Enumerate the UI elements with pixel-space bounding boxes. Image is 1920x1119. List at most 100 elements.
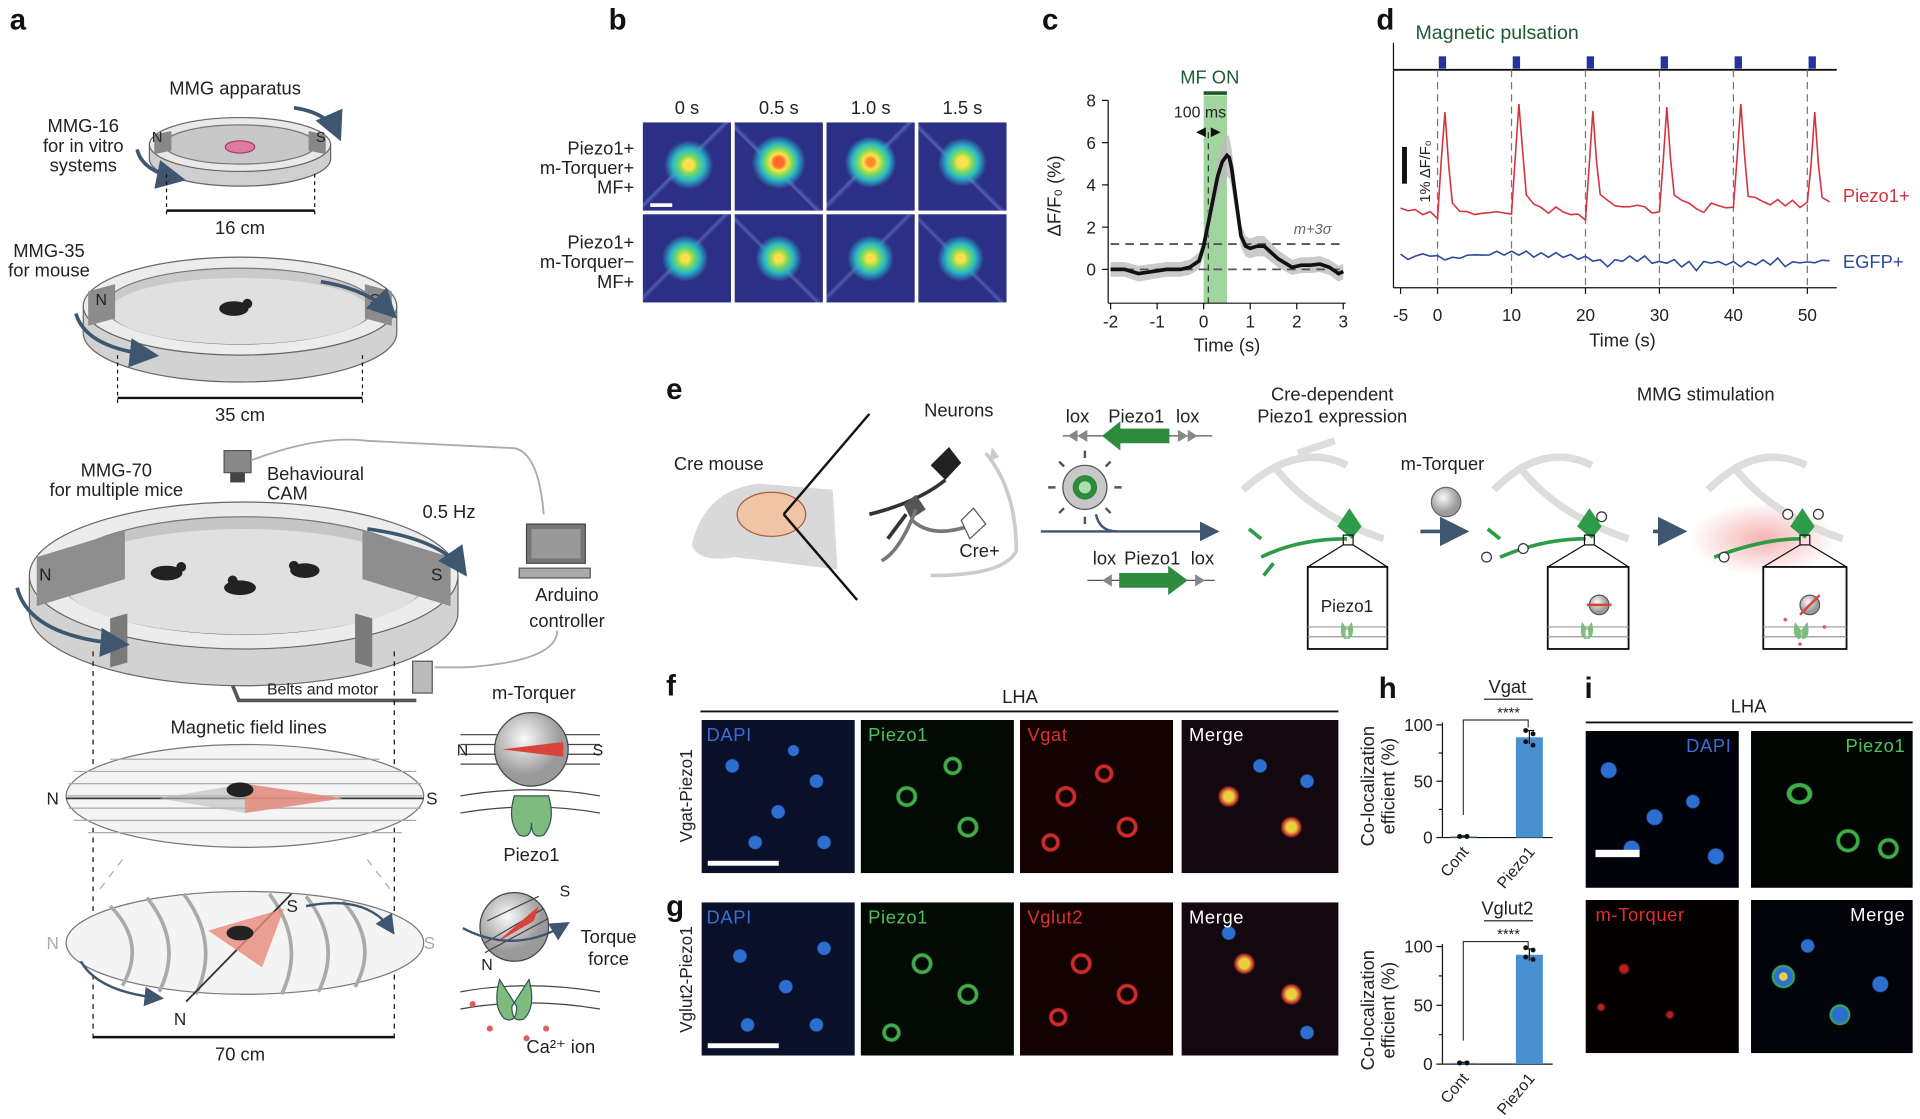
time-label: 1.0 s: [851, 97, 891, 118]
x-tick-label: 1: [1245, 312, 1255, 332]
mmg70-label: for multiple mice: [49, 479, 183, 500]
field-lines-diagram: N S N S S N: [47, 743, 438, 1029]
y-tick-label: 0: [1423, 1054, 1433, 1074]
mmg16-ring: N S: [135, 105, 343, 189]
panel-label-c: c: [1042, 3, 1058, 36]
scale-bar: [1402, 146, 1407, 184]
time-label: 0.5 s: [759, 97, 799, 118]
y-axis-label: efficient (%): [1378, 962, 1399, 1059]
panel-label-b: b: [609, 3, 627, 36]
data-point: [1523, 739, 1529, 745]
mmg70-ring: N S: [15, 501, 468, 687]
x-tick-label: 2: [1292, 312, 1302, 332]
pulse-marker: [1808, 56, 1816, 69]
legend-egfp: EGFP+: [1843, 251, 1904, 272]
belts-label: Belts and motor: [267, 681, 379, 698]
x-axis-label: Time (s): [1194, 334, 1261, 355]
x-tick-label: 10: [1502, 305, 1521, 325]
row-label-vgat: Vgat-Piezo1: [676, 749, 696, 842]
mmg35-ring: N S: [74, 256, 398, 383]
row-label-vglut2: Vglut2-Piezo1: [676, 926, 696, 1033]
row-label: m-Torquer−: [540, 251, 634, 272]
panel-f-piezo1: Piezo1: [860, 720, 1014, 874]
scale-bar: [707, 860, 779, 866]
belt-and-motor: [230, 660, 433, 703]
pulse-marker: [1660, 56, 1669, 69]
piezo1-gene-label: Piezo1: [1108, 405, 1164, 426]
x-tick-label: 3: [1338, 312, 1348, 332]
panel-label-g: g: [666, 890, 684, 923]
x-tick-label: Piezo1: [1494, 844, 1538, 892]
y-axis-label: ΔF/F₀ (%): [1043, 155, 1064, 236]
data-point: [1530, 731, 1536, 737]
pulse-duration-label: 100 ms: [1174, 105, 1226, 122]
panel-g-piezo1: Piezo1: [860, 902, 1014, 1056]
x-tick-label: -1: [1150, 312, 1165, 332]
calcium-image-r2-t0: [642, 214, 732, 303]
significance-bracket: [1462, 941, 1529, 1041]
panel-i-piezo1: Piezo1: [1751, 731, 1913, 888]
row-label: MF+: [597, 176, 634, 197]
significance-bracket: [1462, 719, 1529, 816]
controller-label: Arduino: [535, 584, 598, 605]
channel-label-merge: Merge: [1850, 904, 1906, 926]
mmg70-label: MMG-70: [81, 459, 152, 480]
m-torquer-torque-icon: S N: [460, 883, 601, 1042]
camera-icon: [223, 450, 252, 483]
construct-inverted: [1062, 421, 1213, 451]
x-tick-label: 0: [1199, 312, 1209, 332]
mouse-head-icon: [691, 413, 871, 601]
row-label: m-Torquer+: [540, 157, 634, 178]
threshold-label: m+3σ: [1294, 222, 1333, 238]
y-axis-label: Co-localization: [1357, 950, 1378, 1070]
panel-label-h: h: [1379, 672, 1397, 705]
trace-egfp: [1400, 250, 1830, 272]
mmg16-label: MMG-16: [48, 115, 119, 136]
y-axis-label: efficient (%): [1378, 738, 1399, 835]
field-lines-title: Magnetic field lines: [171, 716, 327, 737]
chart-c-text-layer: MF ON 100 ms m+3σ Time (s) ΔF/F₀ (%): [1043, 66, 1332, 355]
frequency-label: 0.5 Hz: [422, 501, 475, 522]
neurons-label: Neurons: [924, 399, 993, 420]
data-point: [1457, 833, 1463, 839]
apparatus-title: MMG apparatus: [169, 77, 301, 98]
y-axis-label: Co-localization: [1357, 726, 1378, 846]
region-label: LHA: [1731, 696, 1767, 717]
data-point: [1523, 954, 1529, 960]
computer-icon: [518, 523, 591, 579]
x-tick-label: Cont: [1438, 1070, 1473, 1107]
data-point: [1530, 947, 1536, 953]
chart-title: Vglut2: [1481, 898, 1533, 919]
expression-title: Piezo1 expression: [1257, 405, 1407, 426]
calcium-image-r1-t2: [826, 122, 915, 211]
stimulation-title: MMG stimulation: [1637, 383, 1775, 404]
x-tick-label: Piezo1: [1494, 1070, 1538, 1118]
torque-force-label: Torque: [581, 926, 637, 947]
x-tick-label: 0: [1433, 305, 1443, 325]
north-pole-label: N: [457, 743, 468, 760]
aav-virus-icon: [1048, 450, 1122, 525]
m-torquer-icon: N S: [457, 712, 603, 837]
y-tick-label: 2: [1086, 217, 1096, 237]
y-tick-label: 50: [1414, 995, 1433, 1015]
north-pole-label: N: [39, 564, 51, 584]
expression-title: Cre-dependent: [1271, 383, 1393, 404]
y-tick-label: 4: [1086, 175, 1096, 195]
panel-g-vglut2: Vglut2: [1020, 902, 1174, 1056]
cre-plus-label: Cre+: [959, 540, 999, 561]
south-pole-label: S: [424, 933, 435, 953]
lox-label: lox: [1066, 405, 1089, 426]
pulse-width-arrows: [1196, 127, 1221, 138]
channel-label-piezo1: Piezo1: [868, 724, 929, 746]
significance-label: ****: [1497, 706, 1520, 722]
bar-piezo1: [1515, 954, 1543, 1065]
x-tick-label: -5: [1393, 305, 1408, 325]
torque-force-label: force: [588, 948, 629, 969]
x-tick-label: 40: [1724, 305, 1743, 325]
scale-bar: [650, 203, 673, 207]
mf-on-label: MF ON: [1180, 66, 1239, 87]
panel-label-i: i: [1584, 672, 1592, 705]
camera-label: Behavioural: [267, 463, 364, 484]
data-point: [1530, 742, 1536, 748]
panel-f-dapi: DAPI: [701, 720, 855, 874]
